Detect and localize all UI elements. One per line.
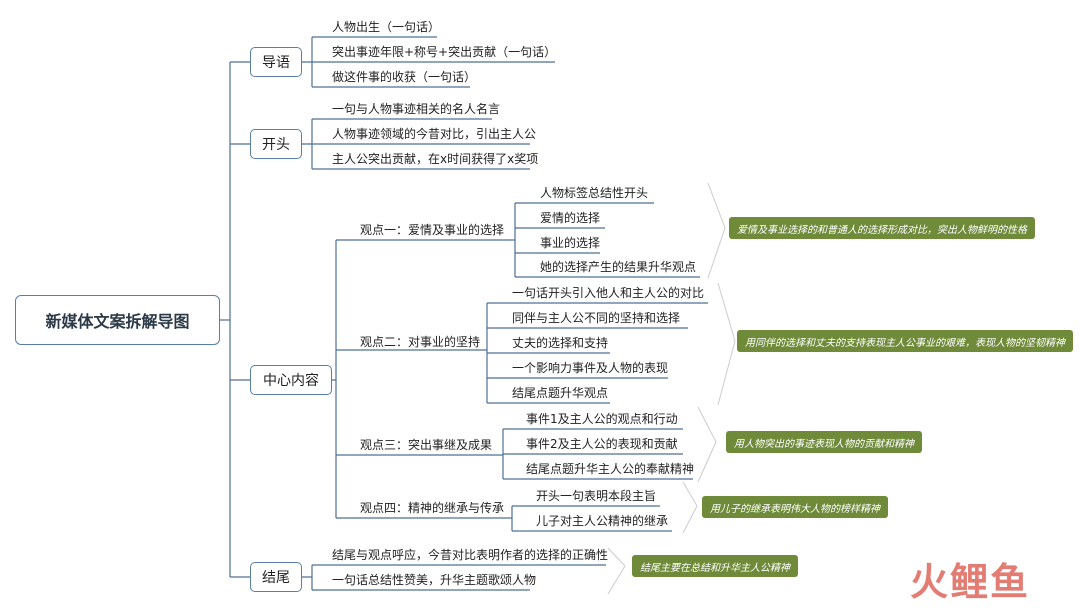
- point-2-item[interactable]: 丈夫的选择和支持: [512, 336, 609, 350]
- point-4-label[interactable]: 观点四：精神的继承与传承: [360, 501, 505, 515]
- point-2-summary-note[interactable]: 用同伴的选择和丈夫的支持表现主人公事业的艰难，表现人物的坚韧精神: [737, 330, 1073, 352]
- point-1-item[interactable]: 人物标签总结性开头: [540, 186, 649, 200]
- point-4-summary-note[interactable]: 用儿子的继承表明伟大人物的榜样精神: [702, 496, 888, 518]
- node-opening[interactable]: 开头: [250, 129, 302, 159]
- point-4-item[interactable]: 开头一句表明本段主旨: [536, 489, 657, 503]
- point-4-item[interactable]: 儿子对主人公精神的继承: [536, 514, 669, 528]
- intro-item[interactable]: 做这件事的收获（一句话）: [332, 70, 477, 84]
- point-2-item[interactable]: 一句话开头引入他人和主人公的对比: [512, 286, 705, 300]
- point-3-item[interactable]: 事件2及主人公的表现和贡献: [526, 437, 678, 451]
- opening-item[interactable]: 人物事迹领域的今昔对比，引出主人公: [332, 127, 537, 141]
- opening-item[interactable]: 一句与人物事迹相关的名人名言: [332, 102, 501, 116]
- point-2-item[interactable]: 同伴与主人公不同的坚持和选择: [512, 311, 681, 325]
- intro-item[interactable]: 人物出生（一句话）: [332, 20, 441, 34]
- point-1-item[interactable]: 事业的选择: [540, 236, 601, 250]
- point-1-item[interactable]: 爱情的选择: [540, 211, 601, 225]
- ending-item[interactable]: 结尾与观点呼应，今昔对比表明作者的选择的正确性: [332, 548, 609, 562]
- node-ending[interactable]: 结尾: [250, 562, 302, 592]
- point-3-summary-note[interactable]: 用人物突出的事迹表现人物的贡献和精神: [726, 431, 922, 453]
- point-1-summary-note[interactable]: 爱情及事业选择的和普通人的选择形成对比，突出人物鲜明的性格: [729, 217, 1035, 239]
- node-body[interactable]: 中心内容: [250, 365, 332, 395]
- point-2-item[interactable]: 结尾点题升华观点: [512, 386, 609, 400]
- node-intro[interactable]: 导语: [250, 47, 302, 77]
- point-3-item[interactable]: 结尾点题升华主人公的奉献精神: [526, 462, 695, 476]
- watermark-logo: 火鲤鱼: [910, 560, 1031, 604]
- point-1-label[interactable]: 观点一：爱情及事业的选择: [360, 223, 505, 237]
- point-3-label[interactable]: 观点三：突出事继及成果: [360, 438, 493, 452]
- point-1-item[interactable]: 她的选择产生的结果升华观点: [540, 260, 697, 274]
- point-3-item[interactable]: 事件1及主人公的观点和行动: [526, 412, 678, 426]
- intro-item[interactable]: 突出事迹年限+称号+突出贡献（一句话）: [332, 45, 557, 59]
- point-2-item[interactable]: 一个影响力事件及人物的表现: [512, 361, 669, 375]
- ending-summary-note[interactable]: 结尾主要在总结和升华主人公精神: [632, 555, 798, 577]
- opening-item[interactable]: 主人公突出贡献，在x时间获得了x奖项: [332, 152, 539, 166]
- root-node[interactable]: 新媒体文案拆解导图: [15, 295, 220, 345]
- ending-item[interactable]: 一句话总结性赞美，升华主题歌颂人物: [332, 573, 537, 587]
- point-2-label[interactable]: 观点二：对事业的坚持: [360, 335, 481, 349]
